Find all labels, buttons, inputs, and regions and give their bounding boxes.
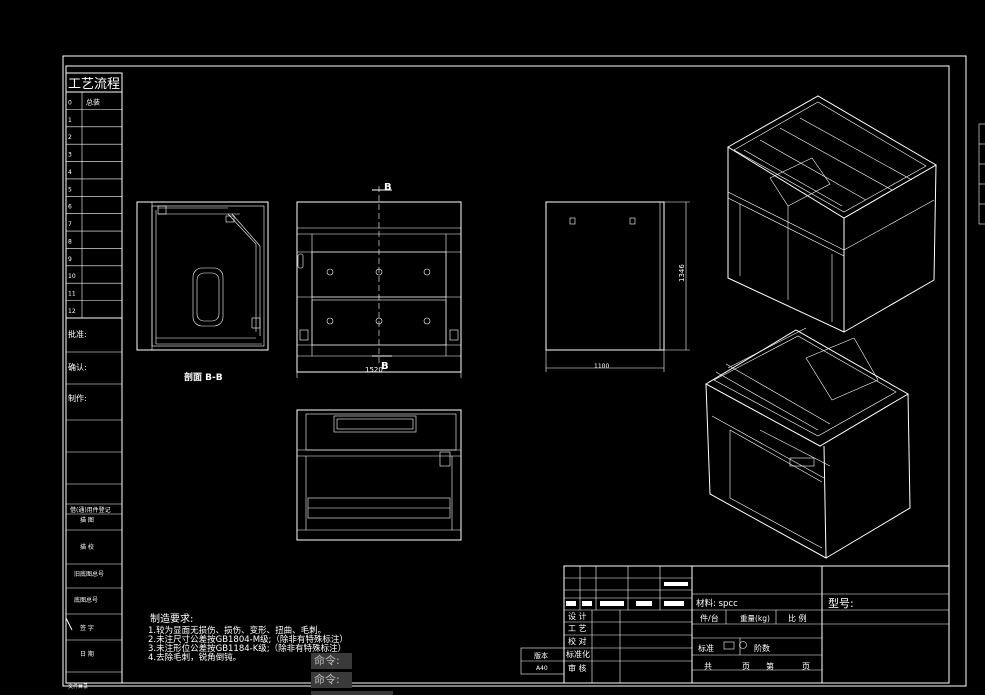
process-row-number: 7 xyxy=(68,221,72,228)
command-input[interactable] xyxy=(311,691,393,695)
used-on-label: 借(通)用件登记 xyxy=(70,506,111,514)
projection-box xyxy=(723,641,735,650)
registration-column: 借(通)用件登记 描 图 描 校 旧底图总号 底图总号 签 字 日 期 文件目录 xyxy=(65,503,122,690)
process-row-number: 5 xyxy=(68,186,72,193)
audit-label: 审 核 xyxy=(568,663,587,673)
title-block: 设 计 工 艺 校 对 标准化 审 核 版本 A40 材料: spcc 件/台 … xyxy=(520,565,950,684)
model-label: 型号: xyxy=(828,596,854,610)
projection-symbol xyxy=(739,641,747,649)
front-width-dim: 1520 xyxy=(365,366,383,374)
note-item: 1.较为显面无损伤、损伤、变形、扭曲、毛刺。 xyxy=(148,625,326,636)
process-row-number: 4 xyxy=(68,169,72,176)
process-label: 工 艺 xyxy=(568,624,587,633)
side-height-dim: 1346 xyxy=(678,264,686,282)
make-label: 制作: xyxy=(68,393,87,403)
isometric-view-top xyxy=(727,95,937,333)
sheet-outer-border xyxy=(62,55,967,687)
process-table-title: 工艺流程 xyxy=(68,77,120,92)
total-pages-label: 共 xyxy=(704,662,712,671)
page-no-label: 第 xyxy=(766,661,774,671)
manufacturing-notes: 制造要求: 1.较为显面无损伤、损伤、变形、扭曲、毛刺。 2.未注尺寸公差按GB… xyxy=(148,612,348,663)
version-value: A40 xyxy=(536,665,548,672)
page-unit2-label: 页 xyxy=(802,662,810,671)
old-no-label: 旧底图总号 xyxy=(74,570,104,578)
date-label: 日 期 xyxy=(80,650,94,658)
scale-label: 比 例 xyxy=(788,613,807,623)
process-row-number: 12 xyxy=(68,308,76,315)
process-row-number: 11 xyxy=(68,291,76,298)
note-item: 2.未注尺寸公差按GB1804-M级;（除非有特殊标注） xyxy=(148,634,348,645)
command-line[interactable]: 命令: xyxy=(311,653,352,669)
note-item: 4.去除毛刺，锐角倒钝。 xyxy=(148,652,241,663)
edge-tabs xyxy=(978,123,985,225)
design-label: 设 计 xyxy=(568,611,587,621)
material-label: 材料: spcc xyxy=(696,598,738,609)
process-row-number: 8 xyxy=(68,238,72,245)
stage-label: 阶数 xyxy=(754,643,770,653)
qty-label: 件/台 xyxy=(700,613,719,623)
check-label: 校 对 xyxy=(568,636,587,646)
process-row-number: 9 xyxy=(68,256,72,263)
sign-label: 签 字 xyxy=(80,624,94,632)
front-view: B B 1520 xyxy=(296,182,462,378)
process-row-number: 2 xyxy=(68,134,72,141)
process-row-label: 总装 xyxy=(86,97,100,106)
side-width-dim: 1100 xyxy=(594,363,609,370)
process-row-number: 6 xyxy=(68,204,72,211)
section-label: 剖面 B-B xyxy=(184,371,223,383)
drawing-label: 描 图 xyxy=(80,516,94,524)
proofread-label: 描 校 xyxy=(80,543,94,551)
standardize-label: 标准化 xyxy=(566,649,590,659)
process-row-number: 3 xyxy=(68,152,72,159)
weight-label: 重量(kg) xyxy=(740,614,770,623)
notes-title: 制造要求: xyxy=(150,612,193,625)
process-row-number: 1 xyxy=(68,117,72,124)
process-row-number: 10 xyxy=(68,273,76,280)
section-mark-top: B xyxy=(384,182,392,193)
approve-label: 批准: xyxy=(68,329,87,339)
process-row-number: 0 xyxy=(68,99,72,106)
isometric-view-bottom xyxy=(704,327,911,559)
bottom-view xyxy=(296,409,462,541)
standard-label: 标准 xyxy=(698,643,714,653)
version-label: 版本 xyxy=(534,651,548,660)
section-mark-bottom: B xyxy=(381,361,389,372)
confirm-label: 确认: xyxy=(68,362,87,372)
side-view: 1100 1346 xyxy=(545,201,690,372)
section-view-bb: 剖面 B-B xyxy=(136,201,269,383)
base-no-label: 底图总号 xyxy=(74,596,98,604)
file-no-label: 文件目录 xyxy=(68,683,88,690)
command-line[interactable]: 命令: xyxy=(311,672,352,688)
page-unit-label: 页 xyxy=(742,662,750,671)
note-item: 3.未注形位公差按GB1184-K级;（除非有特殊标注） xyxy=(148,643,346,654)
